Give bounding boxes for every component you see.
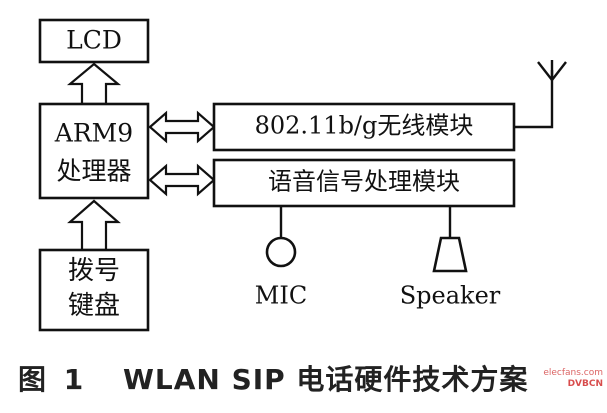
watermark-brand: DVBCN — [567, 379, 603, 389]
figure-prefix: 图 — [18, 363, 48, 396]
lcd-label: LCD — [66, 26, 122, 55]
keypad-block: 拨号 键盘 — [38, 248, 150, 332]
keypad-label-line2: 键盘 — [68, 291, 120, 321]
speaker-label: Speaker — [400, 282, 501, 310]
double-arrow-arm9-audio — [148, 163, 216, 197]
audio-module-block: 语音信号处理模块 — [212, 158, 516, 208]
keypad-label-line1: 拨号 — [68, 256, 120, 286]
wireless-module-block: 802.11b/g无线模块 — [212, 102, 516, 152]
hardware-block-diagram: LCD ARM9 处理器 拨号 键盘 802.11b/g无线模块 语音信号处理模… — [38, 18, 567, 332]
antenna-icon — [514, 60, 567, 129]
arm9-label-line1: ARM9 — [54, 119, 133, 148]
watermark-logo: elecfans.com DVBCN — [543, 368, 603, 390]
mic-label: MIC — [255, 282, 307, 310]
arrow-arm9-to-lcd — [66, 62, 122, 106]
figure-caption: 图 1 WLAN SIP 电话硬件技术方案 — [18, 358, 588, 402]
double-arrow-arm9-wireless — [148, 110, 216, 144]
watermark-site: elecfans.com — [543, 368, 603, 378]
microphone-icon — [265, 206, 297, 268]
figure-number: 1 — [63, 363, 85, 396]
figure-title: WLAN SIP 电话硬件技术方案 — [123, 363, 529, 396]
arrow-keypad-to-arm9 — [67, 199, 121, 252]
arm9-processor-block: ARM9 处理器 — [38, 102, 150, 200]
lcd-block: LCD — [38, 18, 150, 64]
arm9-label-line2: 处理器 — [56, 157, 131, 186]
speaker-icon — [432, 206, 468, 273]
audio-module-label: 语音信号处理模块 — [268, 168, 460, 196]
wireless-module-label: 802.11b/g无线模块 — [255, 112, 474, 140]
